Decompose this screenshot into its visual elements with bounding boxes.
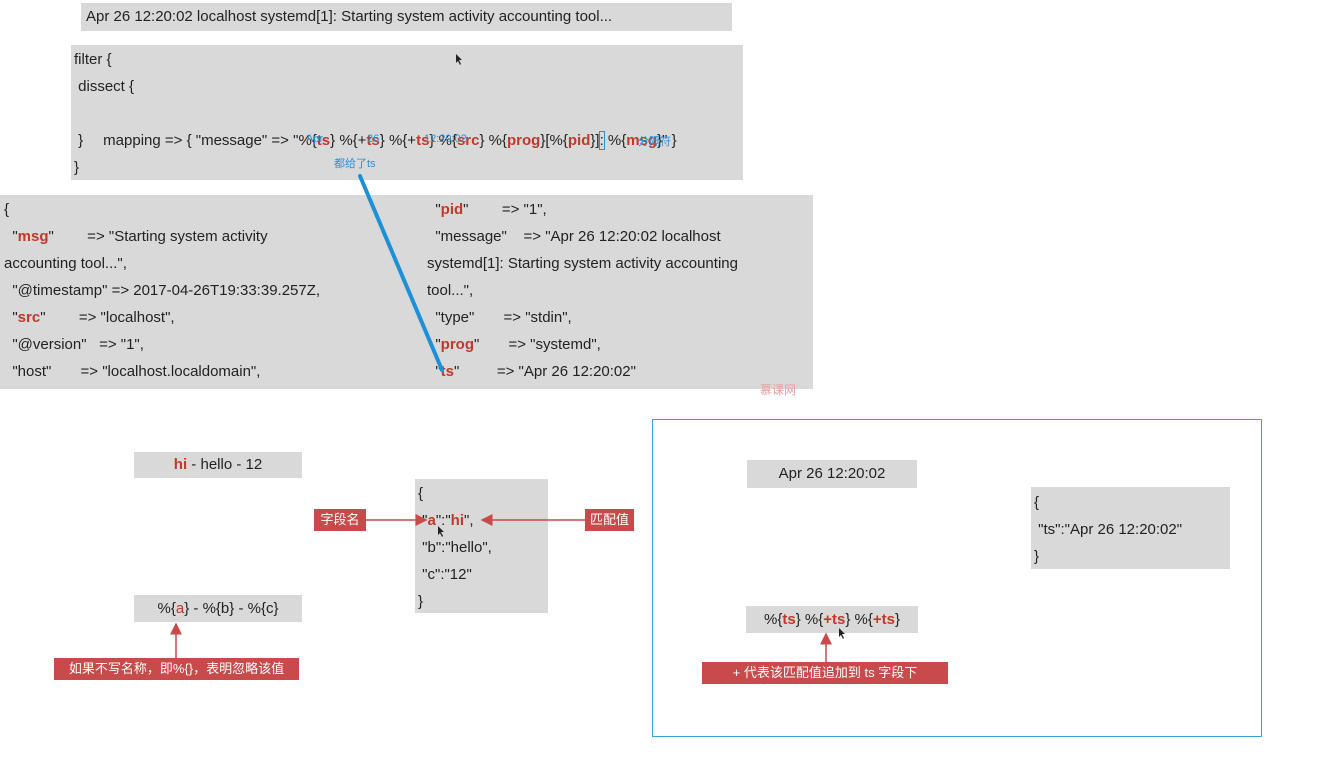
output-left-line: "@timestamp" => 2017-04-26T19:33:39.257Z… bbox=[4, 282, 321, 299]
output-right-line: "type" => "stdin", bbox=[427, 309, 572, 326]
ts-connector-line bbox=[358, 174, 444, 372]
mouse-cursor-icon bbox=[839, 628, 845, 639]
mouse-cursor-icon bbox=[438, 526, 444, 537]
filter-line-4: } bbox=[74, 132, 84, 149]
output-left-line: "host" => "localhost.localdomain", bbox=[4, 363, 261, 380]
output-left-line: accounting tool...", bbox=[4, 255, 127, 272]
log-line-box: Apr 26 12:20:02 localhost systemd[1]: St… bbox=[81, 3, 732, 31]
json-line: } bbox=[418, 593, 424, 610]
output-right-line: tool...", bbox=[427, 282, 474, 299]
example2-input-box: Apr 26 12:20:02 bbox=[747, 460, 917, 488]
note-time: 12:20:02 bbox=[424, 133, 467, 145]
example2-panel bbox=[652, 419, 1262, 737]
note-separator: 分隔符 bbox=[638, 136, 671, 148]
filter-line-2: dissect { bbox=[74, 78, 135, 95]
json-line: { bbox=[1034, 494, 1040, 511]
example1-pattern-box: %{a} - %{b} - %{c} bbox=[134, 595, 302, 622]
output-left-line: "src" => "localhost", bbox=[4, 309, 175, 326]
separator-highlight: : bbox=[598, 131, 605, 150]
output-left-line: "@version" => "1", bbox=[4, 336, 144, 353]
filter-config-box: filter { dissect { mapping => { "message… bbox=[71, 45, 743, 180]
note-apr: Apr bbox=[306, 133, 324, 145]
match-value-tag: 匹配值 bbox=[585, 509, 634, 531]
filter-line-5: } bbox=[74, 159, 80, 176]
ignore-value-tag: 如果不写名称，即%{}，表明忽略该值 bbox=[54, 658, 299, 680]
json-line: "b":"hello", bbox=[418, 539, 492, 556]
json-line: "ts":"Apr 26 12:20:02" bbox=[1034, 521, 1183, 538]
json-line: { bbox=[418, 485, 424, 502]
watermark-logo: 慕课网 bbox=[760, 383, 797, 397]
append-value-tag: + 代表该匹配值追加到 ts 字段下 bbox=[702, 662, 948, 684]
output-right-line: "message" => "Apr 26 12:20:02 localhost bbox=[427, 228, 721, 245]
log-line-text: Apr 26 12:20:02 localhost systemd[1]: St… bbox=[86, 8, 613, 25]
example2-pattern-box: %{ts} %{+ts} %{+ts} bbox=[746, 606, 918, 633]
output-right-line: systemd[1]: Starting system activity acc… bbox=[427, 255, 738, 272]
note-day: 26 bbox=[367, 133, 380, 145]
filter-mapping-line: mapping => { "message" => "%{ts} %{+ts} … bbox=[90, 131, 677, 150]
note-assigned-to-ts: 都给了ts bbox=[334, 158, 376, 170]
field-name-tag: 字段名 bbox=[314, 509, 366, 531]
mouse-cursor-icon bbox=[456, 54, 462, 65]
json-line: "c":"12" bbox=[418, 566, 472, 583]
example1-json-box: { "a":"hi", "b":"hello", "c":"12" } bbox=[415, 479, 548, 613]
output-right-line: "ts" => "Apr 26 12:20:02" bbox=[427, 363, 636, 380]
output-box: { "msg" => "Starting system activity acc… bbox=[0, 195, 813, 389]
example2-json-box: { "ts":"Apr 26 12:20:02" } bbox=[1031, 487, 1230, 569]
output-right-line: "prog" => "systemd", bbox=[427, 336, 601, 353]
filter-line-1: filter { bbox=[74, 51, 112, 68]
json-line: } bbox=[1034, 548, 1040, 565]
output-right-line: "pid" => "1", bbox=[427, 201, 547, 218]
output-left-line: { bbox=[4, 201, 10, 218]
output-left-line: "msg" => "Starting system activity bbox=[4, 228, 268, 245]
example1-input-box: hi - hello - 12 bbox=[134, 452, 302, 478]
